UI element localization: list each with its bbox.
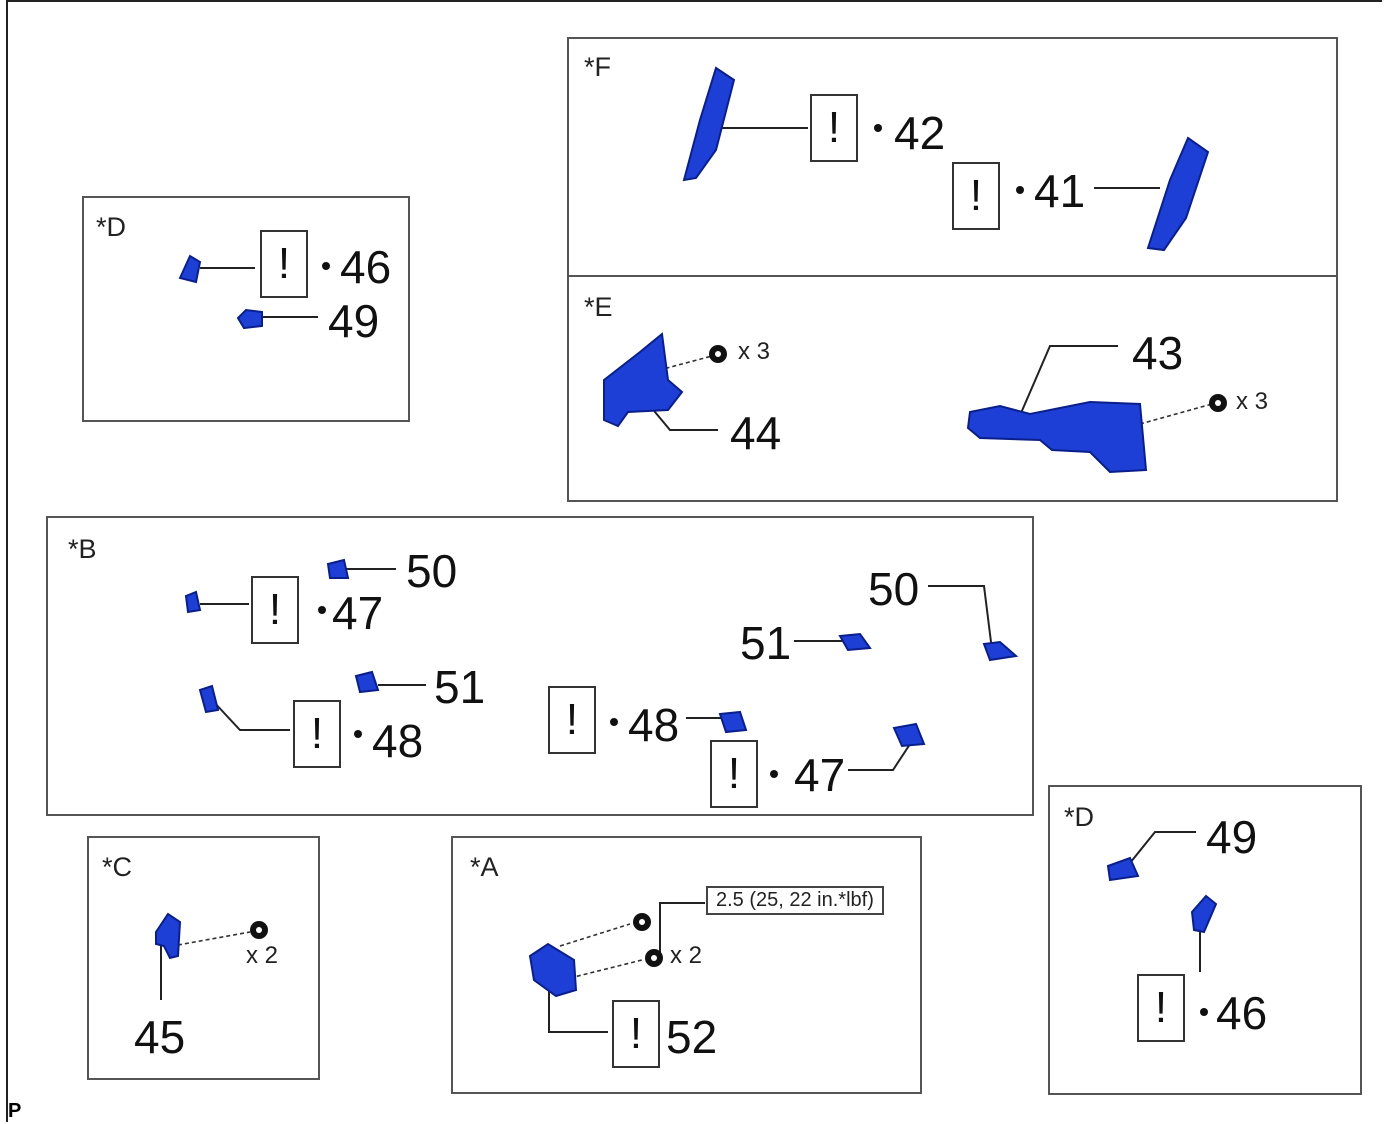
part-number-48: 48	[372, 715, 424, 767]
caution-mark: !	[260, 230, 308, 298]
bullet-dot	[874, 124, 882, 132]
caution-mark: !	[612, 1000, 660, 1068]
bullet-dot	[1200, 1008, 1208, 1016]
part-number-46: 46	[340, 241, 392, 293]
part-number-47: 47	[332, 587, 384, 639]
caution-mark: !	[251, 576, 299, 644]
quantity-label: x 2	[246, 942, 279, 969]
part-number-47: 47	[794, 749, 846, 801]
panel-d-bottom	[1048, 785, 1362, 1095]
part-number-49: 49	[328, 295, 380, 347]
part-number-51: 51	[740, 617, 792, 669]
part-number-46: 46	[1216, 987, 1268, 1039]
section-label-d-bottom: *D	[1064, 802, 1095, 832]
section-label-c: *C	[102, 852, 133, 882]
bullet-dot	[322, 262, 330, 270]
corner-label: P	[8, 1100, 22, 1122]
caution-mark: !	[1137, 974, 1185, 1042]
caution-mark: !	[548, 686, 596, 754]
part-number-42: 42	[894, 107, 946, 159]
quantity-label: x 3	[1236, 388, 1269, 415]
bullet-dot	[1016, 186, 1024, 194]
part-number-49: 49	[1206, 811, 1258, 863]
panel-f	[567, 37, 1338, 277]
quantity-label: x 3	[738, 338, 771, 365]
part-number-45: 45	[134, 1011, 186, 1063]
torque-spec: 2.5 (25, 22 in.*lbf)	[706, 886, 884, 915]
part-number-44: 44	[730, 407, 782, 459]
bullet-dot	[318, 606, 326, 614]
part-number-50: 50	[406, 545, 458, 597]
bullet-dot	[770, 770, 778, 778]
caution-mark: !	[952, 162, 1000, 230]
caution-mark: !	[293, 700, 341, 768]
part-number-50: 50	[868, 563, 920, 615]
part-number-41: 41	[1034, 165, 1086, 217]
bullet-dot	[610, 718, 618, 726]
part-number-51: 51	[434, 661, 486, 713]
section-label-b: *B	[68, 534, 97, 564]
section-label-e: *E	[584, 292, 613, 322]
panel-b	[46, 516, 1034, 816]
diagram-frame	[6, 0, 1382, 1122]
panel-e	[567, 275, 1338, 502]
panel-c	[87, 836, 320, 1080]
section-label-a: *A	[470, 852, 499, 882]
section-label-d-top: *D	[96, 212, 127, 242]
caution-mark: !	[710, 740, 758, 808]
part-number-43: 43	[1132, 327, 1184, 379]
quantity-label: x 2	[670, 942, 703, 969]
part-number-48: 48	[628, 699, 680, 751]
bullet-dot	[354, 730, 362, 738]
section-label-f: *F	[584, 52, 611, 82]
caution-mark: !	[810, 94, 858, 162]
part-number-52: 52	[666, 1011, 718, 1063]
